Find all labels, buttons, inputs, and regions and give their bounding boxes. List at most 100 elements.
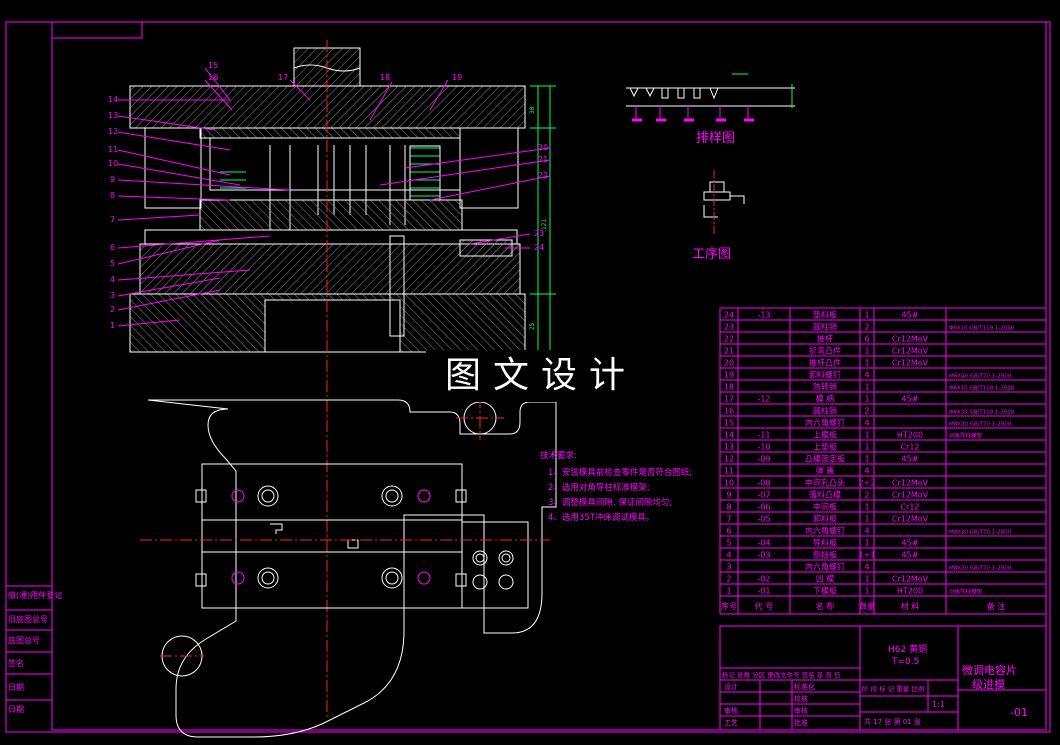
bom-cell-code: -12	[757, 395, 770, 404]
bom-cell-name: 垫料板	[813, 310, 837, 320]
label-15: 15	[208, 61, 218, 70]
title-block: H62 黄铜 T=0.5 微调电容片 级进模 -01 标记 处数 分区 更改文件…	[719, 625, 1047, 731]
bom-cell-name: 圆柱销	[813, 322, 837, 332]
bom-header: 代 号	[755, 601, 774, 611]
bom-cell-name: 内六角螺钉	[805, 526, 845, 536]
bom-cell-name: 凸模固定板	[805, 454, 845, 464]
label-3: 3	[110, 291, 115, 300]
bom-cell-qty: 4	[864, 371, 869, 380]
tb-mid-review: 审核	[794, 706, 808, 715]
bom-cell-qty: 1	[864, 443, 869, 452]
bom-cell-no: 9	[726, 491, 731, 500]
tb-row-check: 审核	[724, 706, 738, 715]
bom-header: 名 称	[816, 601, 835, 611]
bom-cell-no: 20	[724, 359, 734, 368]
bom-cell-code: -09	[757, 455, 770, 464]
leader-lines	[117, 67, 551, 327]
bom-cell-name: 侧挡板	[813, 550, 837, 560]
label-10: 10	[108, 159, 118, 168]
bom-cell-name: 卸料螺钉	[809, 370, 841, 380]
bom-cell-mat: Cr12MoV	[892, 491, 929, 500]
bom-cell-no: 6	[726, 527, 731, 536]
bom-cell-no: 4	[726, 551, 731, 560]
bom-header: 材 料	[901, 601, 920, 611]
bom-cell-qty: 1	[864, 575, 869, 584]
bom-cell-qty: 1+1	[859, 551, 876, 560]
svg-text:30: 30	[529, 106, 536, 114]
die-plan-view	[147, 399, 557, 738]
label-22: 22	[538, 171, 548, 180]
part-labels: 15 16 14 13 12 11 10 9 8 7 6 5 4 3 2 1 1…	[108, 61, 548, 330]
label-17: 17	[278, 73, 288, 82]
bom-cell-name: 折弯凸件	[809, 346, 841, 356]
label-18: 18	[380, 73, 390, 82]
bom-cell-note: M8X20 GB/T70.1-2000	[949, 566, 1012, 572]
bom-cell-name: 上模板	[813, 430, 837, 440]
bom-cell-mat: HT200	[897, 587, 923, 596]
bom-cell-name: 凹 模	[816, 574, 835, 584]
bom-cell-qty: 4	[864, 467, 869, 476]
bom-cell-no: 3	[726, 563, 731, 572]
tb-thickness: T=0.5	[891, 657, 919, 667]
bom-cell-mat: HT200	[897, 431, 923, 440]
bom-cell-no: 11	[724, 467, 734, 476]
label-1: 1	[110, 321, 115, 330]
label-19: 19	[452, 73, 462, 82]
bom-cell-mat: 45#	[902, 455, 919, 464]
bom-cell-no: 24	[724, 311, 734, 320]
bom-cell-note: 对角导柱模架	[949, 588, 983, 596]
bom-cell-mat: Cr12MoV	[892, 347, 929, 356]
tb-mid-proof: 校核	[794, 694, 808, 703]
bom-cell-name: 落料凸模	[809, 490, 841, 500]
tb-revision-header: 标记 处数 分区 更改文件号 签名 年 月 日	[722, 670, 840, 679]
label-7: 7	[110, 215, 115, 224]
bom-cell-no: 8	[726, 503, 731, 512]
bom-cell-qty: 1	[864, 431, 869, 440]
side-strip-6: 日期	[8, 705, 24, 714]
bom-cell-mat: 45#	[902, 539, 919, 548]
bom-cell-qty: 1	[864, 311, 869, 320]
side-strip-5: 日期	[8, 683, 24, 692]
bom-cell-mat: Cr12MoV	[892, 479, 929, 488]
process-title: 工序图	[692, 247, 731, 262]
bom-cell-no: 13	[724, 443, 734, 452]
tech-notes-title: 技术要求:	[540, 450, 577, 461]
tb-drawing-no: -01	[1010, 706, 1028, 719]
bom-cell-name: 导料板	[813, 538, 837, 548]
bom-cell-code: -13	[757, 311, 770, 320]
label-4: 4	[110, 275, 115, 284]
side-strip-3: 底图总号	[8, 635, 40, 645]
bom-cell-code: -10	[757, 443, 770, 452]
bom-cell-code: -11	[757, 431, 770, 440]
bom-cell-code: -06	[757, 503, 770, 512]
tb-stage-header: 阶 段 标 记 重量 比例	[862, 684, 924, 693]
label-24: 24	[534, 243, 544, 252]
bom-cell-qty: 1	[864, 515, 869, 524]
bom-cell-mat: Cr12MoV	[892, 575, 929, 584]
bom-cell-name: 推杆凸件	[809, 358, 841, 368]
tb-title-1: 微调电容片	[962, 663, 1017, 677]
bom-cell-code: -03	[757, 551, 770, 560]
svg-text:121: 121	[541, 219, 548, 230]
bom-cell-qty: 1	[864, 455, 869, 464]
bom-cell-no: 1	[726, 587, 731, 596]
label-16: 16	[208, 73, 218, 82]
tb-row-design: 设计	[724, 682, 738, 691]
bom-cell-note: M8X30 GB/T70.1-2000	[949, 422, 1012, 428]
bom-cell-no: 22	[724, 335, 734, 344]
bom-cell-code: -01	[757, 587, 770, 596]
tb-title-2: 级进模	[972, 678, 1005, 691]
bom-cell-code: -02	[757, 575, 770, 584]
bom-cell-note: M8X30 GB/T70.1-2000	[949, 530, 1012, 536]
tech-note-2: 2、选用对角导柱标准模架;	[548, 482, 650, 493]
tech-note-1: 1、安装模具前检查零件是否符合图纸;	[548, 467, 692, 478]
bom-cell-no: 7	[726, 515, 731, 524]
bom-cell-name: 圆柱销	[813, 406, 837, 416]
strip-layout-view: 排样图	[626, 73, 795, 146]
side-strip-1: 借(通)用件登记	[8, 590, 62, 600]
bom-cell-no: 10	[724, 479, 734, 488]
bom-cell-note: Φ8X30 GB/T119.1-2000	[949, 410, 1015, 416]
bom-cell-note: M6X40 GB/T70.1-2000	[949, 374, 1012, 380]
tb-sheets: 共 17 张 第 01 张	[864, 717, 921, 726]
